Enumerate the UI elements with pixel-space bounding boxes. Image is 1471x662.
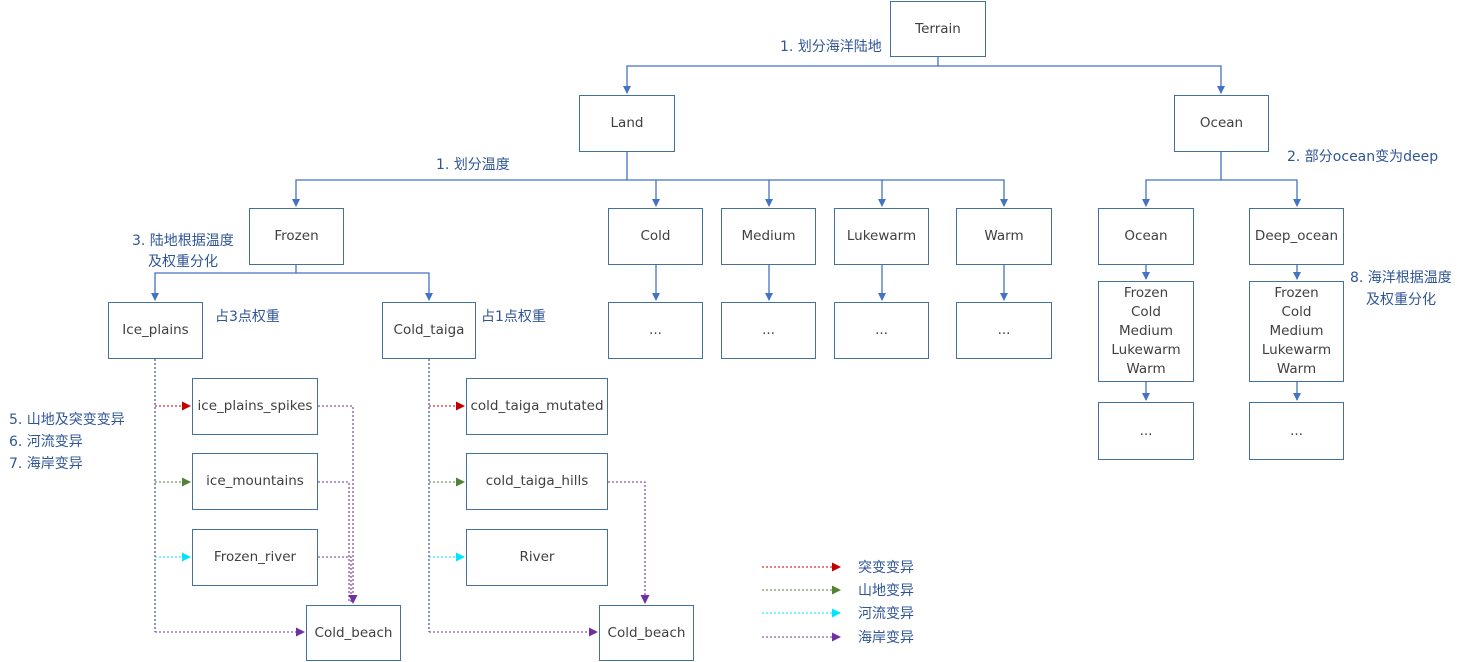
ocean-temp-medium: Medium: [1119, 323, 1173, 339]
deep-temp-warm: Warm: [1276, 361, 1317, 377]
node-land-label: Land: [610, 115, 644, 131]
label-ocean-to-deep: 2. 部分ocean变为deep: [1287, 149, 1439, 165]
node-cold-taiga-mutated-label: cold_taiga_mutated: [470, 398, 604, 414]
label-split-sea-land: 1. 划分海洋陆地: [780, 39, 882, 55]
legend-mountain: 山地变异: [858, 583, 914, 599]
node-frozen-river[interactable]: Frozen_river: [192, 529, 318, 586]
label-land-by-temp-2: 及权重分化: [148, 254, 218, 270]
ocean-temp-lukewarm: Lukewarm: [1111, 342, 1181, 358]
node-cold-taiga[interactable]: Cold_taiga: [382, 302, 476, 359]
edge-frozen-coldtaiga: [296, 272, 433, 301]
edge-ocean-deep: [1221, 179, 1301, 207]
node-ocean-sub[interactable]: Ocean: [1098, 208, 1194, 265]
node-lukewarm-ellipsis-label: ...: [875, 322, 888, 338]
ocean-temp-frozen: Frozen: [1123, 285, 1169, 301]
label-split-temp: 1. 划分温度: [436, 157, 510, 173]
edge-spikes-beach: [318, 405, 358, 604]
node-ice-plains[interactable]: Ice_plains: [108, 302, 203, 359]
node-cold-beach-right[interactable]: Cold_beach: [599, 605, 694, 661]
node-ocean-ellipsis-label: ...: [1139, 422, 1153, 439]
edge-land-lukewarm: [769, 179, 886, 207]
node-cold-taiga-hills-label: cold_taiga_hills: [485, 473, 589, 489]
node-deep-ellipsis-label: ...: [1290, 422, 1303, 439]
node-medium-ellipsis[interactable]: ...: [721, 302, 816, 359]
node-terrain-label: Terrain: [915, 20, 961, 37]
node-cold-ellipsis-label: ...: [649, 322, 662, 338]
node-frozen[interactable]: Frozen: [249, 208, 344, 265]
edge-terrain-ocean: [938, 65, 1225, 94]
label-ocean-by-temp-1: 8. 海洋根据温度: [1350, 270, 1452, 286]
node-warm-ellipsis-label: ...: [997, 322, 1011, 338]
node-lukewarm-ellipsis[interactable]: ...: [834, 302, 929, 359]
node-ocean-label: Ocean: [1199, 115, 1244, 131]
node-terrain[interactable]: Terrain: [890, 1, 986, 57]
node-deep-ocean-temp-list[interactable]: Frozen Cold Medium Lukewarm Warm: [1249, 281, 1344, 382]
node-cold-taiga-hills[interactable]: cold_taiga_hills: [466, 453, 608, 510]
ocean-temp-cold: Cold: [1130, 304, 1161, 320]
node-frozen-label: Frozen: [274, 228, 319, 244]
node-cold-ellipsis[interactable]: ...: [608, 302, 703, 359]
node-cold-beach-left-label: Cold_beach: [314, 624, 393, 641]
edge-land-cold: [627, 179, 660, 207]
node-ocean-ellipsis[interactable]: ...: [1098, 402, 1194, 460]
node-ocean-temp-list[interactable]: Frozen Cold Medium Lukewarm Warm: [1098, 281, 1194, 382]
node-ice-mountains-label: ice_mountains: [206, 473, 304, 489]
label-mut-1: 5. 山地及突变变异: [9, 412, 125, 428]
node-lukewarm[interactable]: Lukewarm: [834, 208, 929, 265]
node-cold[interactable]: Cold: [608, 208, 703, 265]
node-deep-ellipsis[interactable]: ...: [1249, 402, 1344, 460]
node-medium[interactable]: Medium: [721, 208, 816, 265]
deep-temp-medium: Medium: [1269, 323, 1324, 339]
node-cold-taiga-label: Cold_taiga: [393, 322, 465, 338]
edge-frozen-iceplains: [151, 265, 297, 301]
node-ice-plains-spikes[interactable]: ice_plains_spikes: [192, 378, 318, 435]
node-cold-beach-right-label: Cold_beach: [607, 624, 686, 641]
label-land-by-temp-1: 3. 陆地根据温度: [132, 233, 234, 249]
edge-ocean-ocean: [1142, 152, 1222, 207]
edge-river-beach: [318, 556, 352, 603]
label-weight-3: 占3点权重: [215, 309, 280, 325]
legend-mutation: 突变变异: [858, 560, 914, 576]
node-river-label: River: [519, 549, 555, 565]
deep-temp-frozen: Frozen: [1274, 285, 1319, 301]
label-ocean-by-temp-2: 及权重分化: [1366, 292, 1436, 308]
deep-temp-cold: Cold: [1281, 304, 1312, 320]
node-lukewarm-label: Lukewarm: [846, 228, 917, 244]
label-mut-3: 7. 海岸变异: [9, 456, 83, 472]
node-medium-label: Medium: [741, 228, 796, 244]
edge-terrain-land: [623, 57, 939, 94]
node-warm-label: Warm: [984, 228, 1024, 244]
deep-temp-lukewarm: Lukewarm: [1261, 342, 1332, 358]
label-weight-1: 占1点权重: [481, 309, 546, 325]
node-medium-ellipsis-label: ...: [762, 322, 775, 338]
node-cold-label: Cold: [640, 228, 671, 244]
node-river[interactable]: River: [466, 529, 608, 586]
edge-hills-beach: [608, 481, 650, 604]
node-land[interactable]: Land: [579, 95, 675, 152]
node-deep-ocean[interactable]: Deep_ocean: [1249, 208, 1344, 265]
node-ocean-sub-label: Ocean: [1124, 228, 1168, 244]
edge-land-medium: [656, 179, 773, 207]
legend-river: 河流变异: [858, 606, 914, 622]
edge-land-warm: [882, 179, 1008, 207]
node-cold-taiga-mutated[interactable]: cold_taiga_mutated: [466, 378, 608, 435]
node-ice-plains-spikes-label: ice_plains_spikes: [197, 398, 313, 414]
edge-mountains-beach: [318, 481, 350, 603]
legend-coast: 海岸变异: [858, 630, 914, 646]
ocean-temp-warm: Warm: [1126, 361, 1166, 377]
node-ocean[interactable]: Ocean: [1174, 95, 1269, 152]
node-cold-beach-left[interactable]: Cold_beach: [306, 605, 401, 661]
edge-land-frozen: [292, 152, 628, 207]
node-frozen-river-label: Frozen_river: [213, 549, 297, 565]
label-mut-2: 6. 河流变异: [9, 434, 83, 450]
node-ice-mountains[interactable]: ice_mountains: [192, 453, 318, 510]
node-deep-ocean-label: Deep_ocean: [1254, 228, 1339, 244]
node-warm[interactable]: Warm: [956, 208, 1052, 265]
node-ice-plains-label: Ice_plains: [122, 322, 189, 338]
node-warm-ellipsis[interactable]: ...: [956, 302, 1052, 359]
